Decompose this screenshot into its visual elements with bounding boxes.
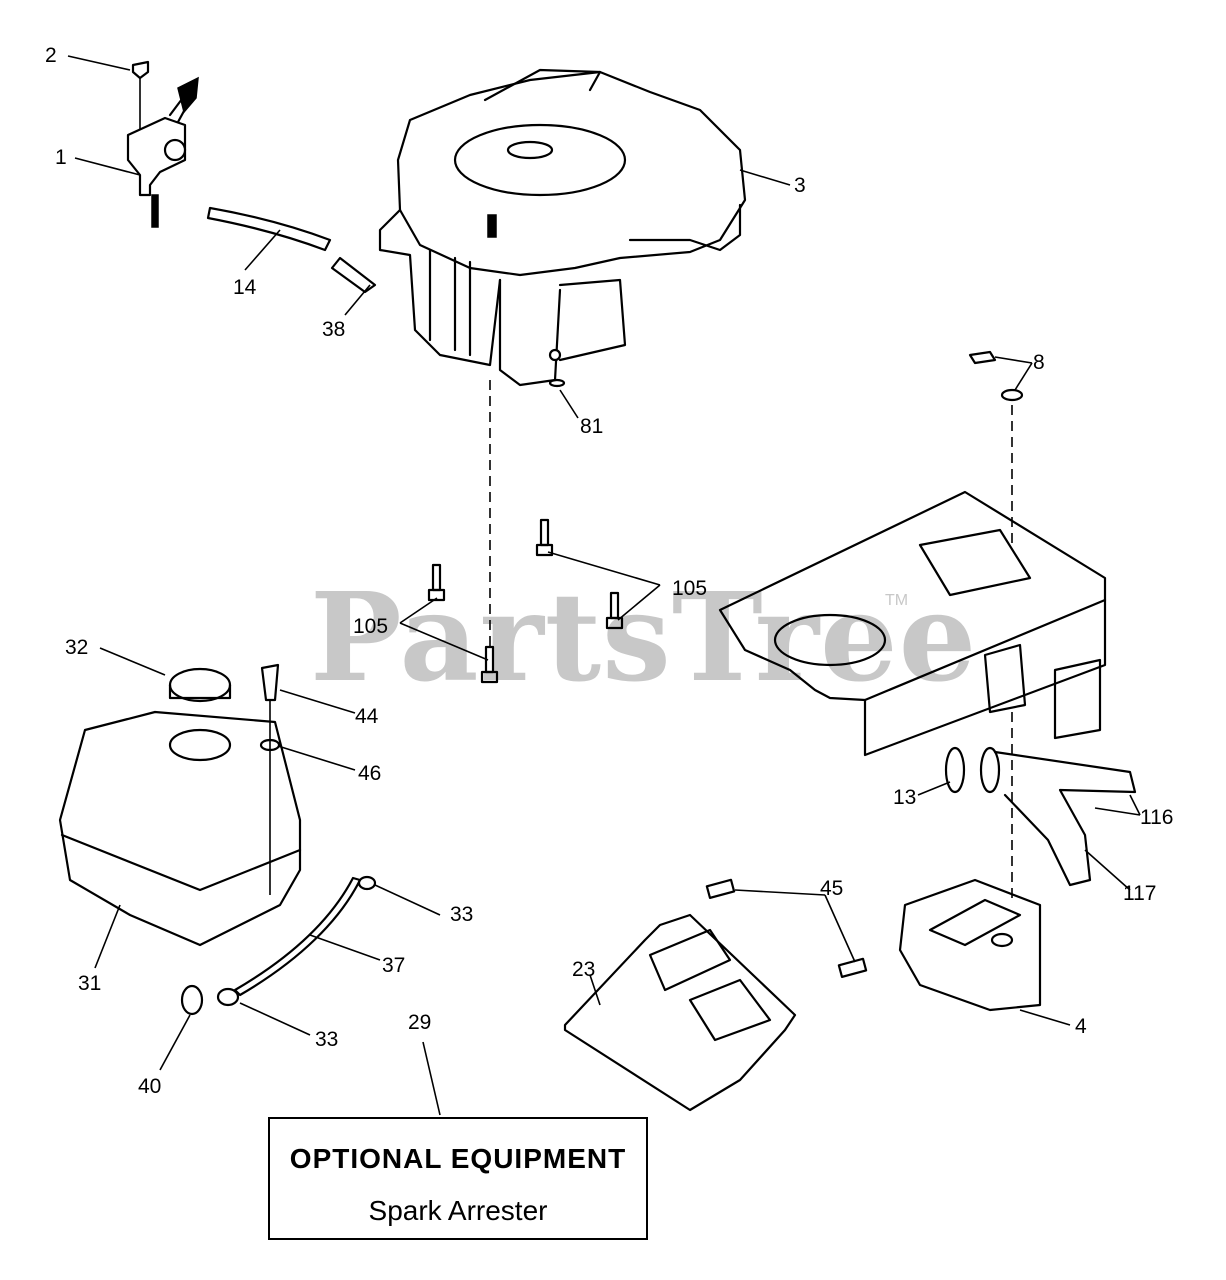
callout-38: 38 <box>322 318 345 341</box>
callout-8: 8 <box>1033 351 1045 374</box>
partstree-watermark: PartsTree <box>310 565 977 709</box>
bolt-8-part <box>968 350 1024 545</box>
callout-29: 29 <box>408 1011 431 1034</box>
optional-equipment-title: OPTIONAL EQUIPMENT <box>289 1143 627 1174</box>
leader-lines <box>67 55 1141 1116</box>
callout-2: 2 <box>45 44 57 67</box>
throttle-control-part <box>126 60 199 228</box>
callout-32: 32 <box>65 636 88 659</box>
callout-23: 23 <box>572 958 595 981</box>
spark-arrester-shield-part <box>563 878 868 1112</box>
callout-105-left: 105 <box>353 615 388 638</box>
callout-81: 81 <box>580 415 603 438</box>
callout-14: 14 <box>233 276 257 299</box>
spark-arrester-label: Spark Arrester <box>368 1195 548 1226</box>
callout-31: 31 <box>78 972 101 995</box>
callout-45: 45 <box>820 877 843 900</box>
callout-37: 37 <box>382 954 405 977</box>
frame-part <box>718 490 1107 900</box>
callout-4: 4 <box>1075 1015 1087 1038</box>
callout-33-upper: 33 <box>450 903 473 926</box>
callout-3: 3 <box>794 174 806 197</box>
fuel-tank-part <box>58 663 302 947</box>
engine-part <box>378 68 747 387</box>
exhaust-pipe-part <box>944 746 1137 887</box>
fuel-line-part <box>180 875 377 1016</box>
callout-40: 40 <box>138 1075 161 1098</box>
callout-33-lower: 33 <box>315 1028 338 1051</box>
washer-81-part <box>548 378 566 388</box>
optional-equipment-note: OPTIONAL EQUIPMENT Spark Arrester <box>268 1117 648 1240</box>
callout-116: 116 <box>1140 806 1173 829</box>
muffler-part <box>898 878 1042 1012</box>
callout-44: 44 <box>355 705 379 728</box>
callout-46: 46 <box>358 762 381 785</box>
watermark-trademark: TM <box>885 592 908 609</box>
bolts-105-part <box>427 518 624 684</box>
callout-1: 1 <box>55 146 67 169</box>
callout-13: 13 <box>893 786 916 809</box>
callout-105-right: 105 <box>672 577 707 600</box>
callout-117: 117 <box>1123 882 1156 905</box>
